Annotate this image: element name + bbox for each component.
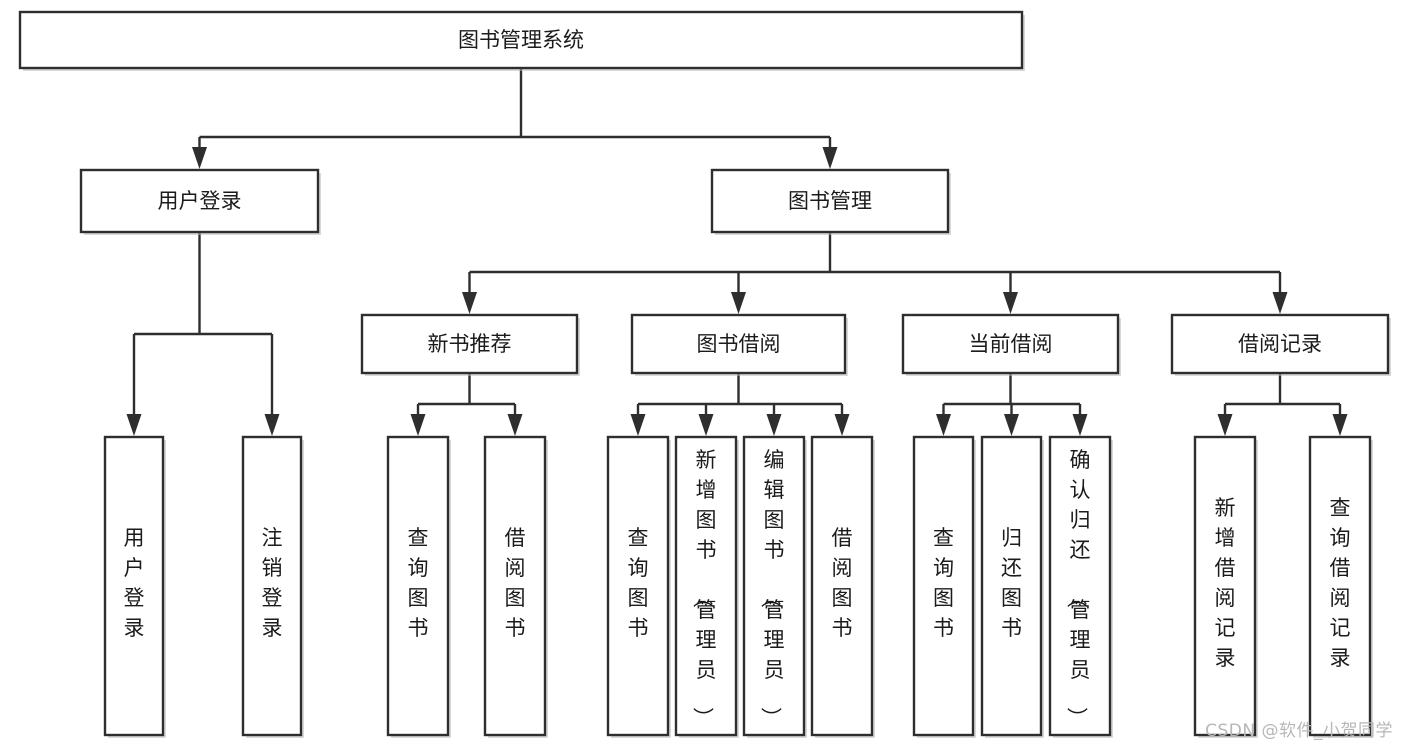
arrow-head-icon	[410, 414, 426, 436]
node-rect[interactable]	[742, 435, 806, 737]
node-label: 图书管理	[788, 189, 872, 213]
node-label: 编辑图书（管理员）	[759, 448, 785, 728]
node-leaf-borrow-book-1[interactable]: 借阅图书	[483, 435, 548, 738]
node-label: 新书推荐	[428, 332, 512, 356]
node-rect[interactable]	[674, 435, 738, 737]
node-rect[interactable]	[630, 313, 847, 375]
node-label: 借阅图书	[832, 526, 853, 640]
node-leaf-add-book[interactable]: 新增图书（管理员）	[674, 435, 739, 738]
node-label: 查询图书	[933, 526, 954, 640]
arrow-head-icon	[834, 414, 850, 436]
connector-group-user-login	[126, 232, 280, 436]
node-label: 查询图书	[628, 526, 649, 640]
connector-group-new-book-rec	[410, 373, 523, 436]
node-rect[interactable]	[710, 168, 950, 234]
node-leaf-user-login[interactable]: 用户登录	[103, 435, 166, 738]
arrow-head-icon	[192, 147, 207, 169]
node-leaf-add-record[interactable]: 新增借阅记录	[1193, 435, 1258, 738]
node-label: 图书借阅	[697, 332, 781, 356]
arrow-head-icon	[1004, 414, 1019, 436]
arrow-head-icon	[731, 292, 746, 314]
node-rect[interactable]	[103, 435, 165, 737]
node-current-borrow[interactable]: 当前借阅	[901, 313, 1121, 376]
arrow-head-icon	[507, 414, 523, 436]
node-leaf-confirm-return[interactable]: 确认归还（管理员）	[1048, 435, 1113, 738]
node-rect[interactable]	[606, 435, 670, 737]
node-rect[interactable]	[79, 168, 320, 234]
node-leaf-borrow-book-2[interactable]: 借阅图书	[810, 435, 875, 738]
node-root[interactable]: 图书管理系统	[18, 10, 1025, 71]
node-label: 注销登录	[262, 526, 283, 640]
node-rect[interactable]	[1308, 435, 1372, 737]
connector-group-borrow-record	[1217, 373, 1348, 436]
arrow-head-icon	[630, 414, 646, 436]
node-leaf-query-book-3[interactable]: 查询图书	[912, 435, 976, 738]
node-rect[interactable]	[912, 435, 975, 737]
arrow-head-icon	[1332, 414, 1348, 436]
node-label: 图书管理系统	[458, 28, 584, 52]
node-rect[interactable]	[1193, 435, 1257, 737]
arrow-head-icon	[698, 414, 714, 436]
node-leaf-logout[interactable]: 注销登录	[241, 435, 304, 738]
node-book-manage[interactable]: 图书管理	[710, 168, 951, 235]
arrow-head-icon	[1072, 414, 1088, 436]
connector-group-root	[192, 68, 838, 169]
node-label: 用户登录	[158, 189, 242, 213]
node-leaf-query-record[interactable]: 查询借阅记录	[1308, 435, 1373, 738]
connector-layer	[126, 68, 1348, 436]
node-label: 查询图书	[408, 526, 429, 640]
node-rect[interactable]	[18, 10, 1024, 70]
arrow-head-icon	[1272, 292, 1288, 314]
arrow-head-icon	[462, 292, 477, 314]
node-label: 借阅图书	[505, 526, 526, 640]
node-rect[interactable]	[1170, 313, 1390, 375]
node-rect[interactable]	[1048, 435, 1112, 737]
node-borrow-record[interactable]: 借阅记录	[1170, 313, 1391, 376]
arrow-head-icon	[1217, 414, 1233, 436]
node-label: 当前借阅	[969, 332, 1053, 356]
node-label: 新增借阅记录	[1215, 496, 1236, 670]
connector-group-current-borrow	[936, 373, 1088, 436]
node-rect[interactable]	[980, 435, 1043, 737]
node-rect[interactable]	[810, 435, 874, 737]
connector-group-book-borrow	[630, 373, 850, 436]
arrow-head-icon	[126, 414, 142, 436]
node-rect[interactable]	[901, 313, 1120, 375]
node-leaf-return-book[interactable]: 归还图书	[980, 435, 1044, 738]
node-rect[interactable]	[483, 435, 547, 737]
node-book-borrow[interactable]: 图书借阅	[630, 313, 848, 376]
csdn-watermark: CSDN @软件_小贺同学	[1205, 721, 1393, 741]
arrow-head-icon	[766, 414, 782, 436]
node-leaf-query-book-2[interactable]: 查询图书	[606, 435, 671, 738]
arrow-head-icon	[1003, 292, 1018, 314]
arrow-head-icon	[822, 147, 838, 169]
arrow-head-icon	[936, 414, 951, 436]
node-label: 确认归还（管理员）	[1065, 448, 1091, 728]
node-rect[interactable]	[241, 435, 303, 737]
node-label: 借阅记录	[1238, 332, 1322, 356]
node-rect[interactable]	[360, 313, 579, 375]
node-layer: 图书管理系统用户登录图书管理新书推荐图书借阅当前借阅借阅记录用户登录注销登录查询…	[18, 10, 1391, 738]
node-new-book-rec[interactable]: 新书推荐	[360, 313, 580, 376]
node-leaf-query-book-1[interactable]: 查询图书	[386, 435, 451, 738]
node-label: 归还图书	[1001, 526, 1022, 640]
connector-group-book-manage	[462, 232, 1288, 314]
node-rect[interactable]	[386, 435, 450, 737]
node-user-login[interactable]: 用户登录	[79, 168, 321, 235]
node-label: 查询借阅记录	[1330, 496, 1351, 670]
node-leaf-edit-book[interactable]: 编辑图书（管理员）	[742, 435, 807, 738]
node-label: 用户登录	[124, 526, 145, 640]
arrow-head-icon	[264, 414, 280, 436]
node-label: 新增图书（管理员）	[691, 448, 717, 728]
